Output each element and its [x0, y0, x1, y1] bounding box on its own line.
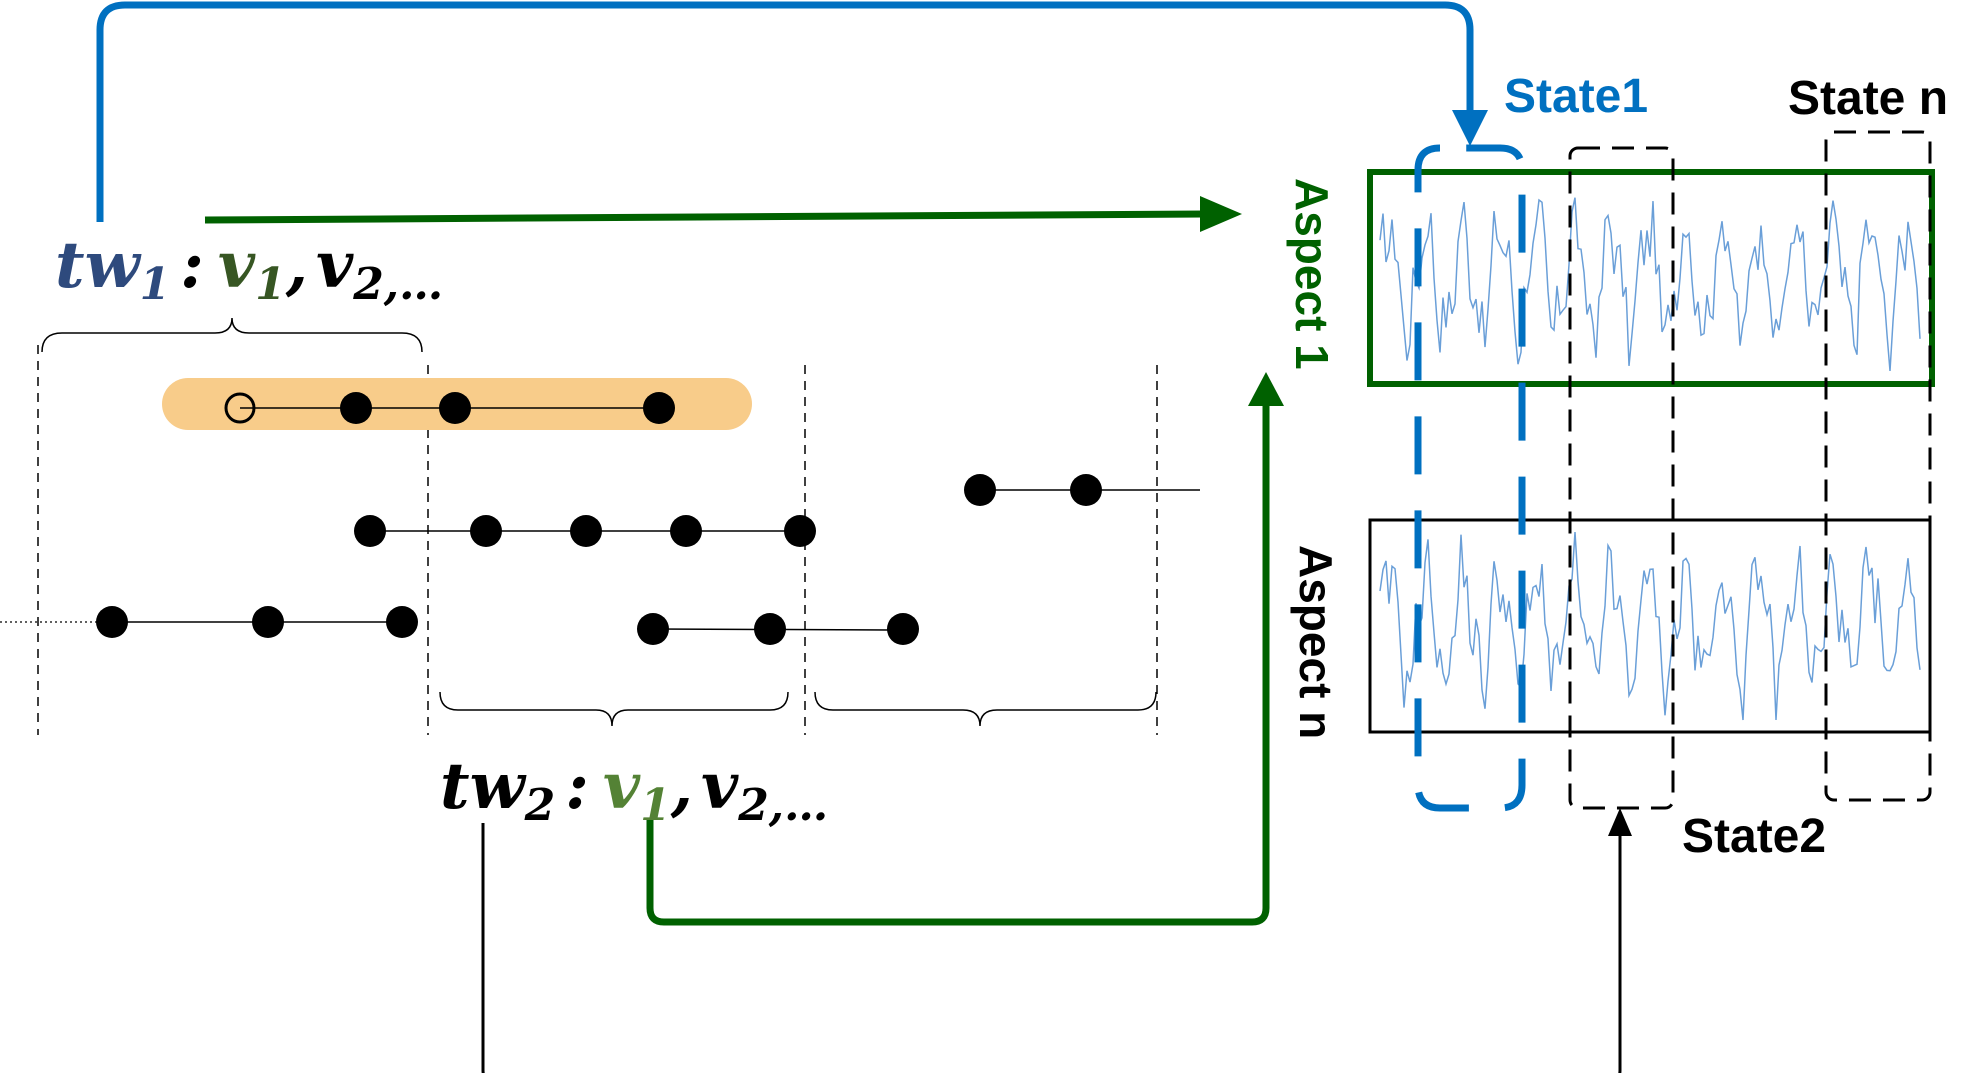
- aspectn-panel: [1368, 518, 1932, 734]
- state2-label: State2: [1682, 810, 1826, 863]
- aspect1-panel: [1367, 169, 1935, 387]
- event-dot-icon: [784, 515, 816, 547]
- event-dot-icon: [386, 606, 418, 638]
- open-event-icon: [224, 392, 256, 424]
- tw2-label: tw2:v1,v2,…: [440, 749, 828, 831]
- aspect1-label: Aspect 1: [1286, 178, 1338, 370]
- green-arrow-tw2-to-aspect1: [646, 400, 1270, 926]
- event-dot-icon: [439, 392, 471, 424]
- aspectn-label: Aspect n: [1290, 545, 1342, 739]
- aspectn-signal: [1379, 531, 1921, 721]
- brace-tw3: [814, 691, 1157, 727]
- event-dot-icon: [252, 606, 284, 638]
- aspect1-signal: [1379, 197, 1921, 372]
- event-dot-icon: [354, 515, 386, 547]
- brace-tw2: [439, 691, 789, 727]
- blue-connector-arrow: [96, 1, 1474, 222]
- green-arrowhead-up-icon: [1248, 372, 1284, 406]
- event-dot-icon: [964, 474, 996, 506]
- time-window-separators: [37, 345, 1158, 735]
- event-dot-icon: [470, 515, 502, 547]
- event-dot-icon: [1070, 474, 1102, 506]
- black-arrowhead-up-icon: [1608, 808, 1632, 836]
- event-dot-icon: [754, 613, 786, 645]
- state2-box: [1568, 146, 1675, 810]
- event-dot-icon: [570, 515, 602, 547]
- state1-label: State1: [1504, 70, 1648, 123]
- green-arrow-tw1-to-aspect1: [204, 210, 1206, 224]
- event-dot-icon: [637, 613, 669, 645]
- blue-arrowhead-icon: [1452, 110, 1488, 146]
- staten-label: State n: [1788, 72, 1948, 125]
- staten-box: [1824, 130, 1932, 802]
- event-dot-icon: [887, 613, 919, 645]
- black-arrow-tw2-to-state2: [481, 823, 1622, 1073]
- green-arrowhead-right-icon: [1200, 196, 1242, 232]
- brace-tw1: [41, 317, 423, 353]
- tw1-label: tw1:v1,v2,…: [55, 228, 443, 310]
- event-dot-icon: [643, 392, 675, 424]
- event-dot-icon: [670, 515, 702, 547]
- event-dot-icon: [96, 606, 128, 638]
- event-dot-icon: [340, 392, 372, 424]
- state1-box: [1414, 144, 1526, 812]
